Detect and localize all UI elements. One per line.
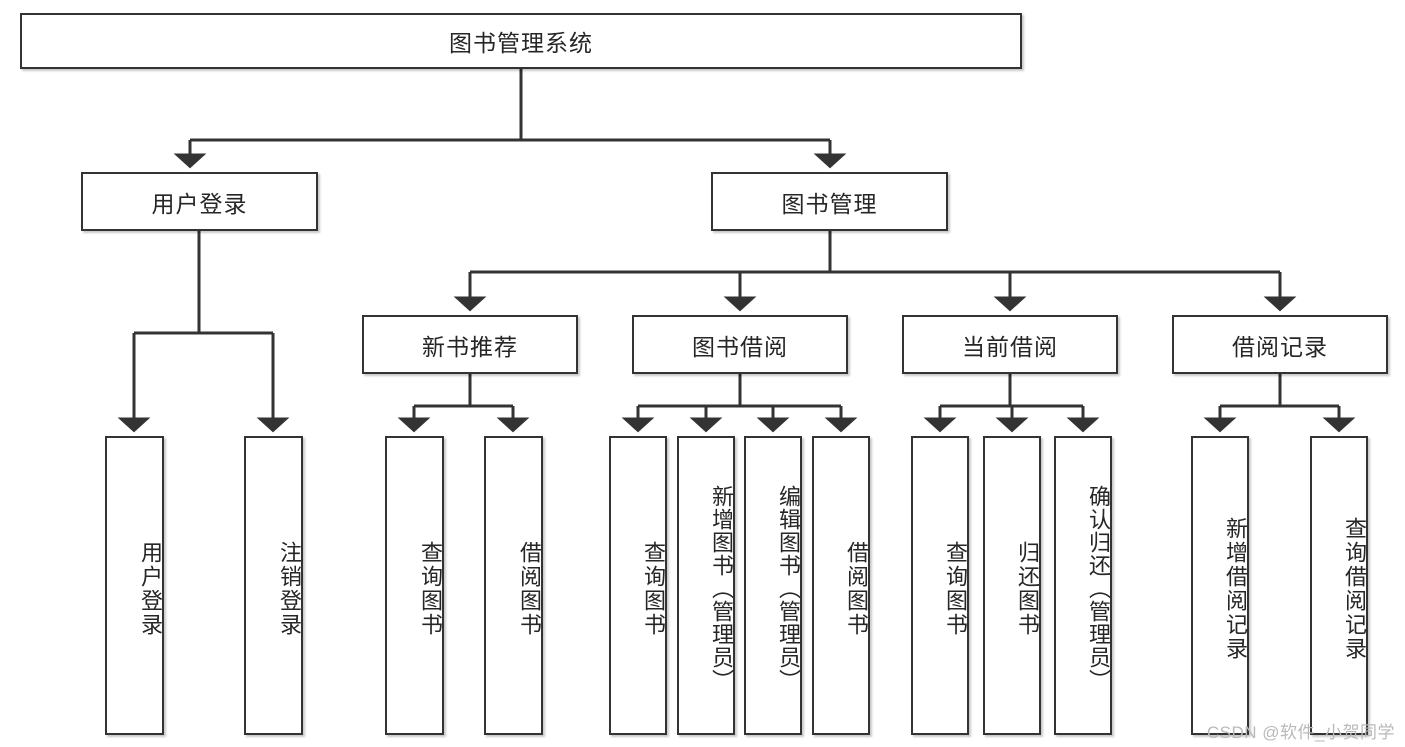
- node-label: 借阅记录: [1232, 333, 1328, 360]
- node-label: 注销登录: [277, 540, 302, 637]
- node-leaf-edit-book[interactable]: 编辑图书（管理员）: [744, 436, 802, 735]
- node-label: 图书管理: [781, 190, 878, 217]
- node-label: 图书借阅: [692, 333, 788, 360]
- node-label: 确认归还（管理员）: [1086, 485, 1111, 692]
- node-leaf-query-book-bor[interactable]: 查询图书: [609, 436, 667, 735]
- node-label: 用户登录: [138, 540, 163, 637]
- node-label: 查询借阅记录: [1342, 516, 1367, 661]
- node-borrow-record[interactable]: 借阅记录: [1172, 315, 1388, 374]
- node-book-manage[interactable]: 图书管理: [711, 172, 948, 231]
- node-label: 借阅图书: [517, 540, 542, 637]
- node-label: 查询图书: [418, 540, 443, 637]
- node-current-borrow[interactable]: 当前借阅: [902, 315, 1118, 374]
- node-user-login[interactable]: 用户登录: [81, 172, 318, 231]
- node-leaf-add-record[interactable]: 新增借阅记录: [1191, 436, 1249, 735]
- node-label: 用户登录: [151, 190, 248, 217]
- node-label: 查询图书: [943, 540, 968, 637]
- node-label: 借阅图书: [844, 540, 869, 637]
- node-new-book-rec[interactable]: 新书推荐: [362, 315, 578, 374]
- node-leaf-query-record[interactable]: 查询借阅记录: [1310, 436, 1368, 735]
- node-label: 图书管理系统: [449, 30, 593, 56]
- node-leaf-query-book-cur[interactable]: 查询图书: [911, 436, 969, 735]
- node-leaf-return-book[interactable]: 归还图书: [983, 436, 1041, 735]
- node-leaf-add-book[interactable]: 新增图书（管理员）: [677, 436, 735, 735]
- node-label: 编辑图书（管理员）: [776, 485, 801, 692]
- node-root-system[interactable]: 图书管理系统: [20, 13, 1022, 69]
- node-label: 新增图书（管理员）: [709, 485, 734, 692]
- node-label: 查询图书: [641, 540, 666, 637]
- node-label: 归还图书: [1015, 540, 1040, 637]
- node-leaf-user-logout[interactable]: 注销登录: [244, 436, 303, 735]
- node-leaf-borrow-book[interactable]: 借阅图书: [812, 436, 870, 735]
- node-leaf-confirm-return[interactable]: 确认归还（管理员）: [1054, 436, 1112, 735]
- node-label: 新书推荐: [422, 333, 518, 360]
- node-leaf-query-book-rec[interactable]: 查询图书: [385, 436, 444, 735]
- node-book-borrow[interactable]: 图书借阅: [632, 315, 848, 374]
- node-label: 新增借阅记录: [1223, 516, 1248, 661]
- node-label: 当前借阅: [962, 333, 1058, 360]
- node-leaf-borrow-book-rec[interactable]: 借阅图书: [484, 436, 543, 735]
- node-leaf-user-login[interactable]: 用户登录: [105, 436, 164, 735]
